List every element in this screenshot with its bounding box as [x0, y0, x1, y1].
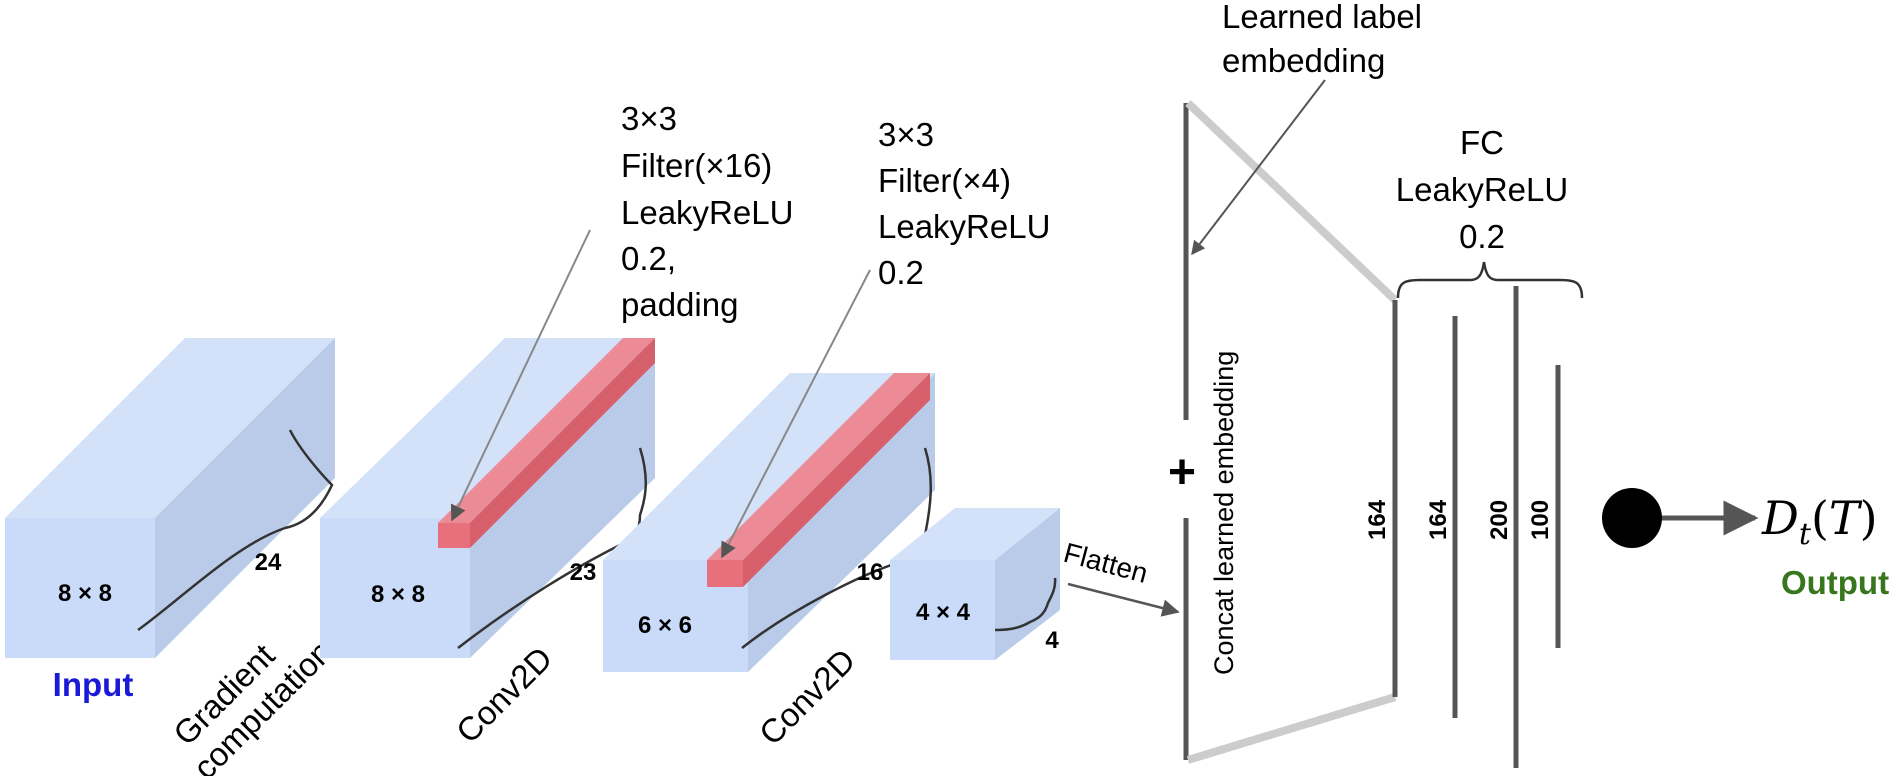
- input-label: Input: [53, 666, 134, 703]
- input-block-side: [155, 338, 335, 658]
- conv2-label-text: Conv2D: [752, 641, 862, 751]
- filter2-strip-side: [743, 373, 930, 587]
- conv1-block-side: [470, 338, 655, 658]
- fc-layer-3-size: 200: [1486, 500, 1513, 540]
- input-block-depth-label: 24: [255, 549, 282, 576]
- flat-depth-brace: [994, 577, 1057, 632]
- filter1-line-4: 0.2,: [621, 240, 676, 277]
- fc-layers: FC LeakyReLU 0.2 164 164 200 100: [1364, 124, 1584, 768]
- concat-plus-icon: +: [1168, 446, 1196, 499]
- filter1-annotation: 3×3 Filter(×16) LeakyReLU 0.2, padding: [450, 100, 793, 522]
- filter1-strip-front: [438, 523, 470, 548]
- conv1-block-top: [320, 338, 655, 518]
- fc-label-line-2: LeakyReLU: [1396, 171, 1568, 208]
- input-block-face-label: 8 × 8: [58, 580, 112, 607]
- conv2-block-depth-label: 16: [857, 559, 884, 586]
- embedding-label-line-1: Learned label: [1222, 0, 1422, 35]
- input-block-top: [5, 338, 335, 518]
- filter1-strip-top: [438, 338, 655, 523]
- input-block-front: [5, 518, 155, 658]
- embedding-label-line-2: embedding: [1222, 42, 1385, 79]
- flat-block-top: [890, 508, 1060, 560]
- embedding-annotation: Learned label embedding: [1191, 0, 1422, 256]
- flatten-label: Flatten: [1060, 537, 1151, 589]
- input-depth-brace: [137, 429, 334, 632]
- flat-block-side: [995, 508, 1060, 660]
- conv2-block-side: [748, 373, 935, 672]
- filter1-line-5: padding: [621, 286, 738, 323]
- filter1-line-3: LeakyReLU: [621, 194, 793, 231]
- flat-block-face-label: 4 × 4: [916, 599, 971, 626]
- filter1-line-2: Filter(×16): [621, 147, 772, 184]
- output-neuron-icon: [1602, 488, 1662, 548]
- fc-layer-1-size: 164: [1364, 499, 1391, 540]
- filter1-line-1: 3×3: [621, 100, 677, 137]
- embedding-arrow: [1191, 79, 1326, 256]
- flatten-arrow: [1067, 582, 1180, 617]
- flatten-connector: Flatten: [1060, 537, 1180, 617]
- filter2-strip-front: [707, 560, 743, 587]
- fc-brace: [1396, 261, 1584, 299]
- fc-layer-4-size: 100: [1527, 500, 1554, 540]
- filter2-strip-top: [707, 373, 930, 560]
- filter1-arrow: [450, 229, 591, 522]
- conv1-block-face-label: 8 × 8: [371, 581, 425, 608]
- filter2-line-3: LeakyReLU: [878, 208, 1050, 245]
- input-block: 8 × 8 24: [5, 338, 335, 658]
- flat-block-front: [890, 560, 995, 660]
- concat-layer: + Concat learned embedding: [1168, 100, 1398, 764]
- concat-label: Concat learned embedding: [1209, 351, 1239, 675]
- gradient-computation-label: Gradient computation: [166, 633, 339, 776]
- fc-layer-2-size: 164: [1425, 499, 1452, 540]
- fc-label-line-3: 0.2: [1459, 218, 1505, 255]
- conv1-block-depth-label: 23: [570, 559, 597, 586]
- filter2-line-2: Filter(×4): [878, 162, 1011, 199]
- flat-block: 4 × 4 4: [890, 508, 1060, 660]
- conv2-label: Conv2D: [752, 641, 862, 751]
- fc-label-line-1: FC: [1460, 124, 1504, 161]
- filter2-line-4: 0.2: [878, 254, 924, 291]
- flat-block-depth-label: 4: [1045, 627, 1059, 654]
- projection-top: [1185, 100, 1398, 303]
- conv2-block-face-label: 6 × 6: [638, 612, 692, 639]
- filter2-arrow: [721, 269, 871, 559]
- output-label: Output: [1781, 564, 1889, 601]
- filter2-line-1: 3×3: [878, 116, 934, 153]
- filter2-annotation: 3×3 Filter(×4) LeakyReLU 0.2: [721, 116, 1050, 559]
- projection-bottom: [1186, 693, 1397, 764]
- filter1-strip-side: [470, 338, 655, 548]
- conv1-block: 8 × 8 23: [320, 338, 655, 658]
- output-node: Dt(T) Output: [1602, 488, 1889, 601]
- output-symbol: Dt(T): [1761, 491, 1878, 552]
